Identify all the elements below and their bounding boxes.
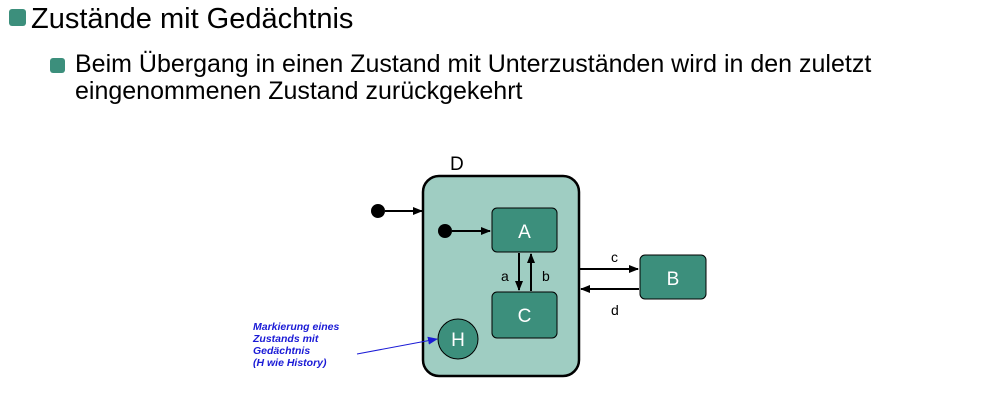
annotation-line-4: (H wie History) [253,357,327,369]
transition-a-label: a [501,268,509,284]
body-line-2: eingenommenen Zustand zurückgekehrt [75,77,523,105]
transition-b-label: b [542,268,550,284]
level1-bullet-icon [9,9,26,26]
state-c [491,291,558,339]
history-state [437,318,479,360]
state-a [491,207,558,253]
state-b [639,254,707,300]
level2-bullet-icon [50,58,65,73]
slide-heading: Zustände mit Gedächtnis [31,3,354,35]
state-a-label: A [518,222,531,243]
transition-d-label: d [611,302,619,318]
inner-initial-pseudostate [438,224,452,238]
transition-c-label: c [611,249,618,265]
superstate-label: D [450,154,464,175]
history-annotation: Markierung eines Zustands mit Gedächtnis… [253,321,393,369]
state-c-label: C [518,306,532,327]
history-state-label: H [451,330,465,351]
outer-initial-pseudostate [371,204,385,218]
annotation-arrow [356,336,438,355]
slide-body-text: Beim Übergang in einen Zustand mit Unter… [75,51,871,105]
body-line-1: Beim Übergang in einen Zustand mit Unter… [75,50,872,78]
annotation-line-1: Markierung eines [253,321,340,333]
annotation-line-3: Gedächtnis [253,345,311,357]
annotation-line-2: Zustands mit [253,333,319,345]
state-b-label: B [667,269,680,290]
